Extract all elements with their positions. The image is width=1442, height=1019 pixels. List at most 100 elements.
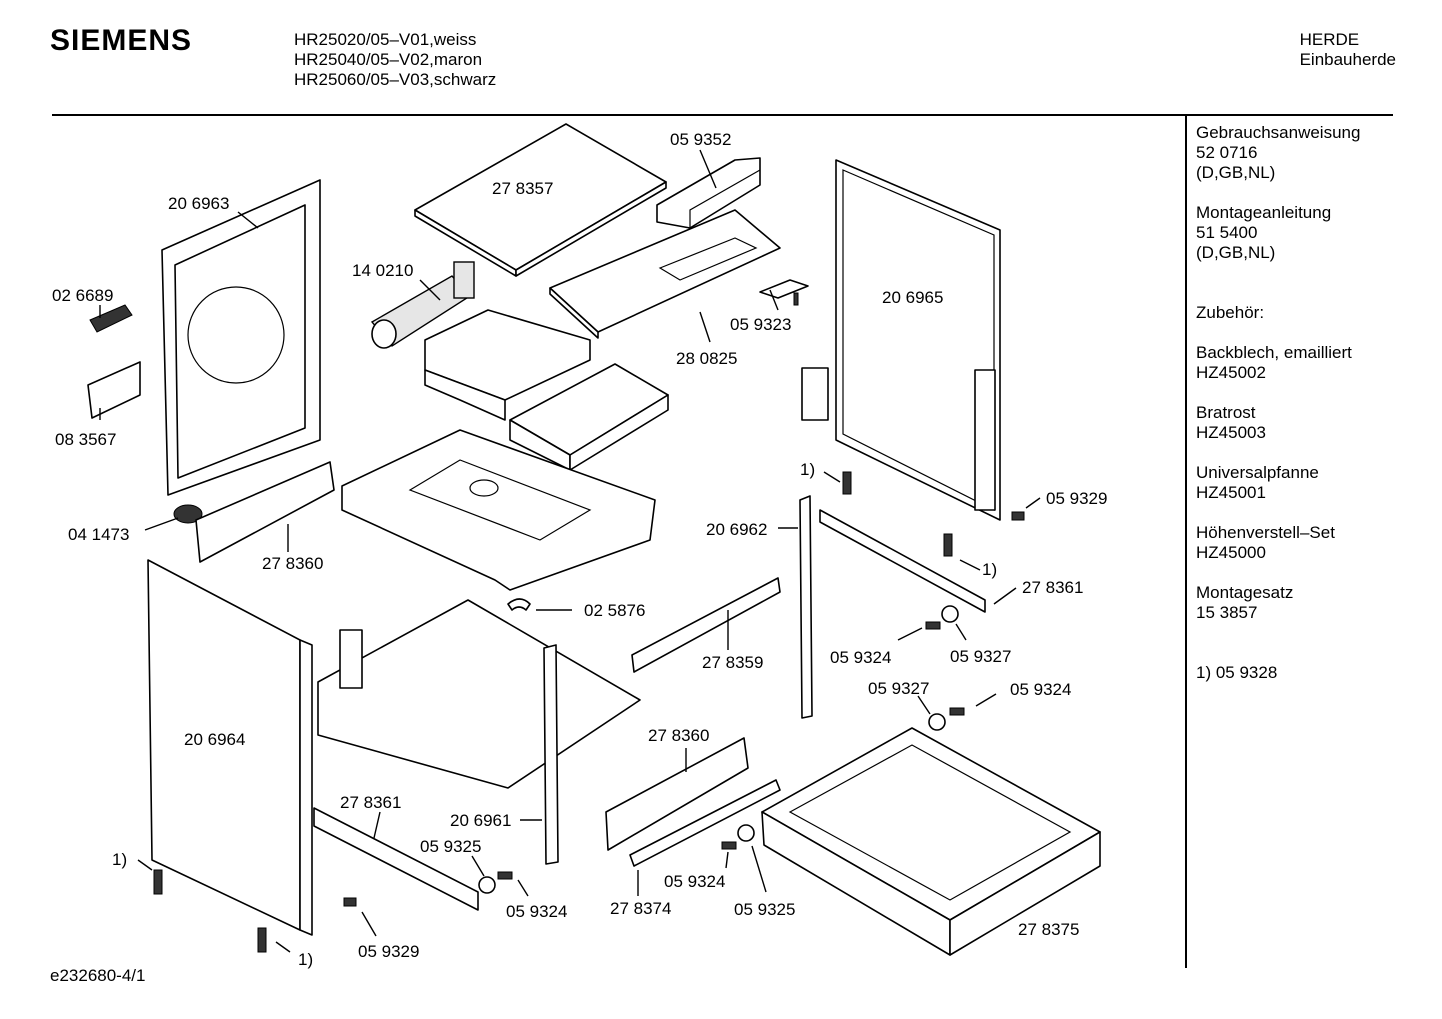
part-label: 04 1473 bbox=[68, 525, 129, 544]
sidebar-line: Montageanleitung bbox=[1196, 203, 1332, 222]
sidebar-block-acc5: Montagesatz 15 3857 bbox=[1196, 583, 1293, 623]
sidebar-line: 1) 05 9328 bbox=[1196, 663, 1278, 682]
sidebar-line: HZ45000 bbox=[1196, 543, 1266, 562]
model-line: HR25040/05–V02,maron bbox=[294, 50, 483, 69]
sidebar-block-acc4: Höhenverstell–Set HZ45000 bbox=[1196, 523, 1335, 563]
sidebar-line: Montagesatz bbox=[1196, 583, 1294, 602]
sidebar-line: Bratrost bbox=[1196, 403, 1256, 422]
part-label: 05 9324 bbox=[506, 902, 567, 921]
trim-strip-upper bbox=[195, 461, 335, 563]
sidebar-block-acc3: Universalpfanne HZ45001 bbox=[1196, 463, 1319, 503]
part-labels: 20 6963 02 6689 08 3567 04 1473 27 8360 … bbox=[52, 130, 1107, 969]
part-label: 1) bbox=[112, 850, 127, 869]
trim-strip-lower bbox=[605, 737, 749, 851]
sidebar-block-accessories: Zubehör: bbox=[1196, 303, 1264, 323]
part-label: 27 8359 bbox=[702, 653, 763, 672]
part-label: 20 6962 bbox=[706, 520, 767, 539]
part-label: 27 8375 bbox=[1018, 920, 1079, 939]
category-subtitle: Einbauherde bbox=[1299, 50, 1396, 69]
top-cover-panel bbox=[414, 123, 667, 277]
part-label: 05 9327 bbox=[868, 679, 929, 698]
sidebar-block-acc1: Backblech, emailliert HZ45002 bbox=[1196, 343, 1352, 383]
sidebar-line: HZ45001 bbox=[1196, 483, 1266, 502]
sidebar-line: Gebrauchsanweisung bbox=[1196, 123, 1361, 142]
foot-knob bbox=[173, 504, 203, 524]
clip-part bbox=[759, 279, 809, 306]
drawing-id: e232680-4/1 bbox=[50, 966, 146, 985]
part-label: 20 6963 bbox=[168, 194, 229, 213]
sidebar-divider bbox=[1185, 116, 1187, 968]
part-label: 02 6689 bbox=[52, 286, 113, 305]
part-label: 05 9325 bbox=[734, 900, 795, 919]
guide-rail-left bbox=[313, 807, 479, 911]
sidebar-line: Höhenverstell–Set bbox=[1196, 523, 1335, 542]
part-label: 05 9323 bbox=[730, 315, 791, 334]
part-label: 27 8360 bbox=[648, 726, 709, 745]
part-label: 27 8361 bbox=[1022, 578, 1083, 597]
air-duct bbox=[424, 309, 591, 421]
part-label: 05 9324 bbox=[830, 648, 891, 667]
header-divider bbox=[52, 114, 1393, 116]
part-label: 05 9329 bbox=[1046, 489, 1107, 508]
small-bracket bbox=[87, 361, 141, 419]
front-column bbox=[799, 495, 813, 719]
category-block: HERDE Einbauherde bbox=[1300, 30, 1396, 70]
fan-motor bbox=[370, 261, 475, 349]
part-label: 05 9327 bbox=[950, 647, 1011, 666]
model-line: HR25020/05–V01,weiss bbox=[294, 30, 477, 49]
model-line: HR25060/05–V03,schwarz bbox=[294, 70, 497, 89]
part-label: 28 0825 bbox=[676, 349, 737, 368]
part-label: 27 8360 bbox=[262, 554, 323, 573]
part-label: 27 8357 bbox=[492, 179, 553, 198]
part-label: 05 9325 bbox=[420, 837, 481, 856]
part-label: 05 9329 bbox=[358, 942, 419, 961]
part-label: 1) bbox=[800, 460, 815, 479]
part-label: 14 0210 bbox=[352, 261, 413, 280]
brand-logo: SIEMENS bbox=[50, 24, 193, 57]
left-front-panel bbox=[147, 559, 313, 936]
sidebar-block-footnote: 1) 05 9328 bbox=[1196, 663, 1277, 683]
drawer-rail bbox=[629, 779, 781, 867]
base-frame bbox=[317, 599, 641, 789]
spring-clip bbox=[507, 598, 531, 611]
fasteners bbox=[153, 471, 1025, 953]
rear-column bbox=[543, 644, 559, 865]
sidebar-line: (D,GB,NL) bbox=[1196, 163, 1276, 182]
sidebar-line: HZ45003 bbox=[1196, 423, 1266, 442]
part-label: 1) bbox=[298, 950, 313, 969]
part-label: 02 5876 bbox=[584, 601, 645, 620]
part-label: 20 6961 bbox=[450, 811, 511, 830]
part-label: 27 8361 bbox=[340, 793, 401, 812]
part-label: 08 3567 bbox=[55, 430, 116, 449]
left-side-panel bbox=[161, 179, 321, 496]
right-side-panel bbox=[835, 159, 1001, 521]
sidebar-line: 15 3857 bbox=[1196, 603, 1258, 622]
category-title: HERDE bbox=[1299, 30, 1360, 49]
sidebar-block-install: Montageanleitung 51 5400 (D,GB,NL) bbox=[1196, 203, 1331, 263]
sidebar-block-manual: Gebrauchsanweisung 52 0716 (D,GB,NL) bbox=[1196, 123, 1360, 183]
bottom-tray bbox=[341, 429, 656, 591]
model-list: HR25020/05–V01,weiss HR25040/05–V02,maro… bbox=[294, 30, 496, 90]
guide-rail-middle bbox=[631, 577, 781, 673]
part-label: 05 9352 bbox=[670, 130, 731, 149]
hinge-bracket bbox=[801, 367, 829, 421]
sidebar-line: HZ45002 bbox=[1196, 363, 1266, 382]
guide-rail-right bbox=[819, 509, 986, 613]
sidebar-line: Zubehör: bbox=[1196, 303, 1265, 322]
connector-part bbox=[89, 304, 133, 333]
heater-housing bbox=[509, 363, 669, 471]
drawer bbox=[761, 727, 1101, 956]
sidebar-line: 52 0716 bbox=[1196, 143, 1258, 162]
sidebar-line: Universalpfanne bbox=[1196, 463, 1319, 482]
part-label: 05 9324 bbox=[664, 872, 725, 891]
sidebar-block-acc2: Bratrost HZ45003 bbox=[1196, 403, 1266, 443]
bracket-part bbox=[656, 157, 761, 229]
part-label: 20 6965 bbox=[882, 288, 943, 307]
part-label: 05 9324 bbox=[1010, 680, 1071, 699]
part-label: 27 8374 bbox=[610, 899, 671, 918]
part-label: 20 6964 bbox=[184, 730, 245, 749]
sidebar-line: (D,GB,NL) bbox=[1196, 243, 1276, 262]
sidebar-line: 51 5400 bbox=[1196, 223, 1258, 242]
mounting-plate bbox=[549, 209, 781, 339]
